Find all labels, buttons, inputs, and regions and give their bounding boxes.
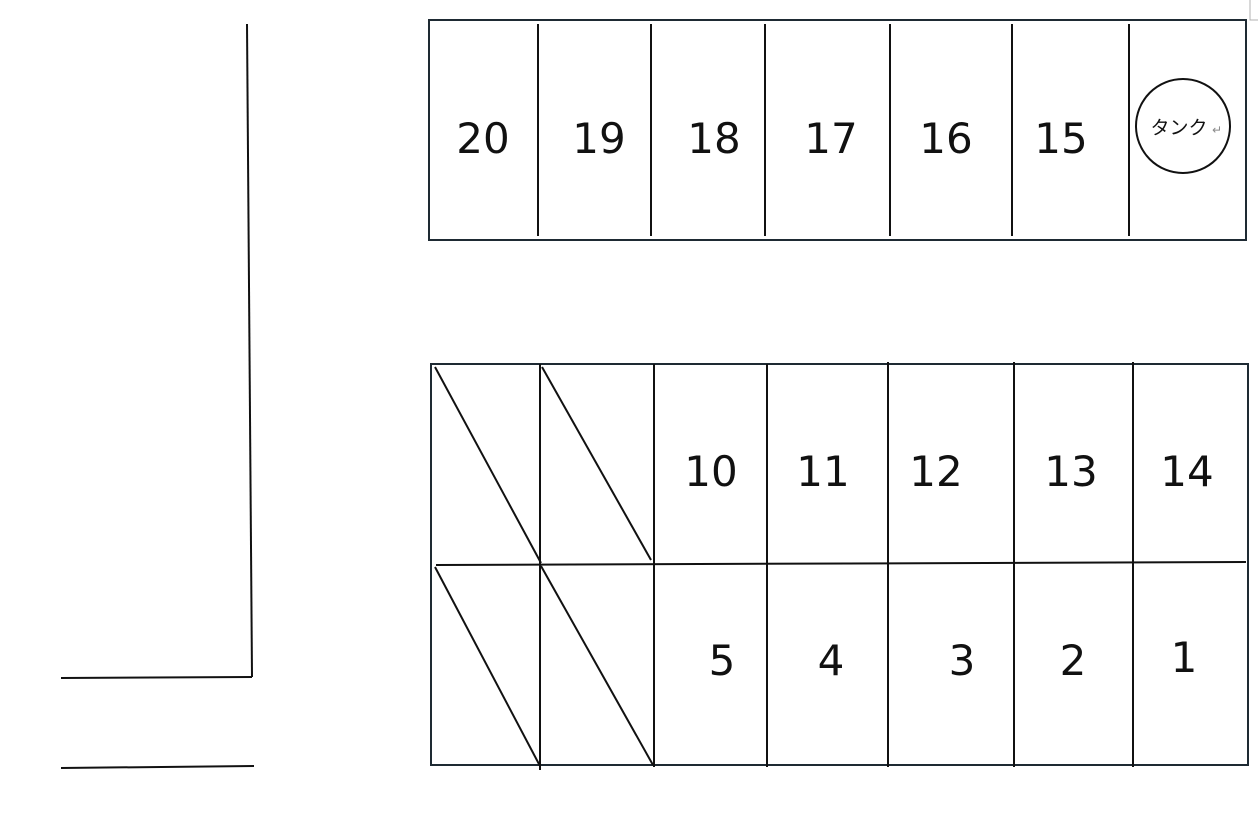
- road-horizontal-upper-line: [60, 676, 253, 679]
- space-number-19: 19: [572, 114, 625, 163]
- space-number-2: 2: [1060, 636, 1087, 685]
- bottom-middle-line: [435, 561, 1247, 566]
- space-number-17: 17: [804, 114, 857, 163]
- tank-label: タンク: [1150, 117, 1207, 139]
- unavailable-space-hatching: [434, 366, 654, 767]
- hatch-line: [434, 366, 542, 564]
- top-block-frame: [428, 19, 1247, 241]
- hatch-line: [541, 366, 652, 561]
- space-number-13: 13: [1044, 447, 1097, 496]
- space-number-1: 1: [1171, 633, 1198, 682]
- bottom-block-frame: [430, 363, 1249, 766]
- space-number-15: 15: [1034, 114, 1087, 163]
- space-number-11: 11: [796, 447, 849, 496]
- tank: タンク ↵: [1135, 78, 1231, 174]
- top-parking-block: 20 19 18 17 16 15 タンク ↵: [428, 19, 1247, 241]
- page-corner-marker: [1249, 0, 1258, 21]
- road-horizontal-lower-line: [60, 765, 255, 769]
- bottom-parking-block: 10 11 12 13 14 5 4 3 2 1: [430, 362, 1249, 770]
- space-number-4: 4: [818, 636, 845, 685]
- space-number-16: 16: [919, 114, 972, 163]
- tank-return-mark: ↵: [1212, 123, 1222, 137]
- space-number-10: 10: [684, 447, 737, 496]
- space-number-3: 3: [949, 636, 976, 685]
- space-number-5: 5: [709, 636, 736, 685]
- space-number-12: 12: [909, 447, 962, 496]
- space-number-18: 18: [687, 114, 740, 163]
- hatch-line: [540, 565, 654, 766]
- space-number-14: 14: [1160, 447, 1213, 496]
- road-vertical-line: [246, 23, 253, 678]
- road-lines: [60, 23, 255, 769]
- tank-circle: [1135, 78, 1231, 174]
- hatch-line: [434, 566, 541, 767]
- space-number-20: 20: [456, 114, 509, 163]
